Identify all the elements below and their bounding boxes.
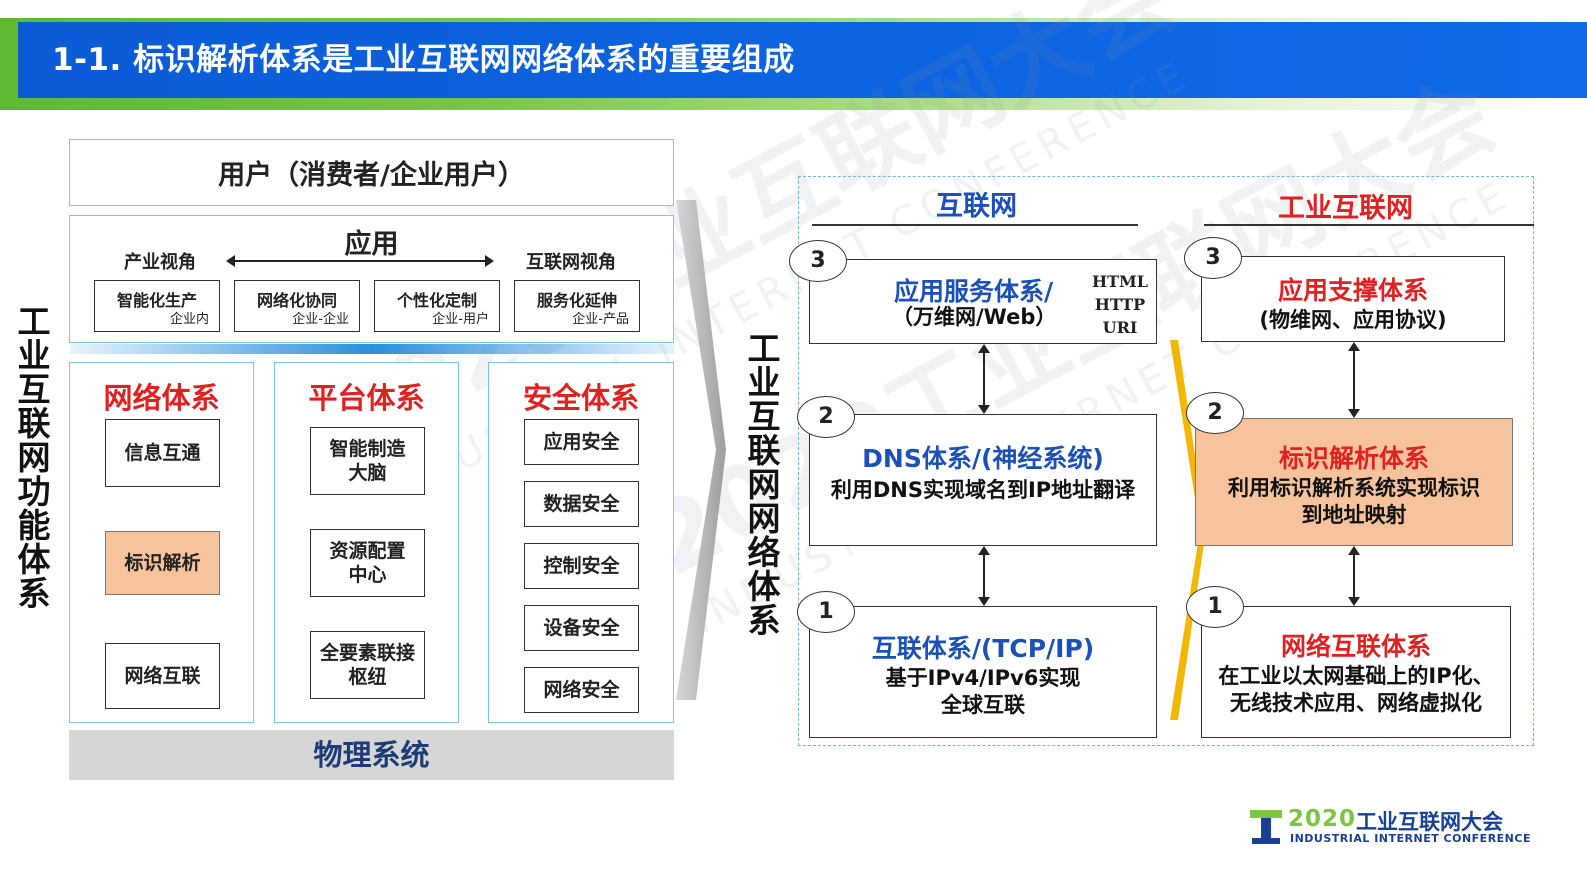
app-item-sub: 企业-产品 [572,312,629,327]
network-comparison-panel [798,176,1534,746]
internet-head-underline [812,224,1138,226]
app-item-main: 个性化定制 [396,291,477,310]
industrial-layer-1: 网络互联体系 在工业以太网基础上的IP化、 无线技术应用、网络虚拟化 [1201,606,1511,738]
logo-name: 工业互联网大会 [1356,810,1503,834]
platform-item: 资源配置中心 [310,529,425,597]
internet-layer-3: 应用服务体系/ （万维网/Web） HTML HTTP URI [809,259,1157,344]
network-item: 信息互通 [105,419,220,487]
layer-desc: 利用DNS实现域名到IP地址翻译 [830,478,1136,502]
layer-title: 应用服务体系/ [894,277,1054,306]
layer-number-badge: 3 [1184,237,1242,279]
layer-desc-line1: 在工业以太网基础上的IP化、 [1218,664,1494,688]
layer-number-badge: 2 [1186,392,1244,434]
app-item: 个性化定制 企业-用户 [374,280,500,332]
layer-title: 网络互联体系 [1280,632,1431,661]
logo-english: INDUSTRIAL INTERNET CONFERENCE [1290,832,1531,845]
internet-layer-2: DNS体系/(神经系统) 利用DNS实现域名到IP地址翻译 [809,414,1157,546]
platform-item: 全要素联接枢纽 [310,631,425,699]
security-item: 应用安全 [524,419,639,465]
layer-desc: (物维网、应用协议) [1259,308,1447,332]
network-system-title: 网络体系 [103,381,220,415]
security-system-column: 安全体系 应用安全 数据安全 控制安全 设备安全 网络安全 [488,362,674,723]
bidirectional-arrow-icon [978,546,990,606]
industrial-head-underline [1204,224,1534,226]
internet-layer-1: 互联体系/(TCP/IP) 基于IPv4/IPv6实现 全球互联 [809,606,1157,738]
logo-year: 2020 [1288,806,1357,832]
layer-number-badge: 3 [789,240,847,282]
app-item: 智能化生产 企业内 [94,280,220,332]
layer-desc-line1: 利用标识解析系统实现标识 [1228,476,1480,500]
layer-desc-line2: 到地址映射 [1301,503,1407,527]
double-arrow-icon [226,255,494,267]
layer-title: DNS体系/(神经系统) [862,444,1104,473]
app-item-sub: 企业-企业 [292,312,349,327]
layer-title: 标识解析体系 [1278,444,1429,473]
security-system-title: 安全体系 [522,381,639,415]
platform-system-title: 平台体系 [308,381,425,415]
layer-desc-line2: 无线技术应用、网络虚拟化 [1230,691,1482,715]
security-item: 网络安全 [524,667,639,713]
bidirectional-arrow-icon [1348,546,1360,606]
app-item: 服务化延伸 企业-产品 [514,280,640,332]
bidirectional-arrow-icon [978,344,990,414]
app-item-sub: 企业-用户 [432,312,489,327]
chevron-right-icon [676,200,726,700]
app-item-sub: 企业内 [169,312,209,327]
conference-logo-icon [1250,810,1282,844]
internet-column-title: 互联网 [936,191,1017,222]
layer-title: 互联体系/(TCP/IP) [871,634,1095,663]
industrial-column-title: 工业互联网 [1278,193,1413,224]
header-bar [18,22,1587,98]
conference-logo: 2020 工业互联网大会 INDUSTRIAL INTERNET CONFERE… [1248,806,1531,850]
user-label: 用户（消费者/企业用户） [218,160,525,191]
industrial-layer-3: 应用支撑体系 (物维网、应用协议) [1201,256,1505,342]
protocol-list: HTML HTTP URI [1092,270,1148,339]
app-item-main: 智能化生产 [116,291,197,310]
layer-desc: （万维网/Web） [892,305,1057,329]
layer-desc-line1: 基于IPv4/IPv6实现 [885,666,1081,690]
divider-bar [70,344,674,354]
application-box: 应用 产业视角 互联网视角 智能化生产 企业内 网络化协同 企业-企业 个性化定… [69,215,674,343]
app-item-main: 网络化协同 [256,291,337,310]
application-title: 应用 [344,229,399,260]
user-box: 用户（消费者/企业用户） [69,139,674,206]
industrial-layer-2-highlight: 标识解析体系 利用标识解析系统实现标识 到地址映射 [1195,418,1513,546]
protocol-uri: URI [1102,318,1138,337]
network-item-highlight: 标识解析 [105,531,220,595]
page-title: 1-1. 标识解析体系是工业互联网网络体系的重要组成 [52,42,795,78]
network-item: 网络互联 [105,643,220,709]
layer-number-badge: 1 [797,591,855,633]
app-item: 网络化协同 企业-企业 [234,280,360,332]
internet-view-label: 互联网视角 [526,252,616,273]
layer-number-badge: 2 [797,396,855,438]
physical-system-bar: 物理系统 [69,730,674,780]
platform-item: 智能制造大脑 [310,427,425,495]
security-item: 数据安全 [524,481,639,527]
security-item: 控制安全 [524,543,639,589]
protocol-html: HTML [1092,272,1148,291]
app-item-main: 服务化延伸 [536,291,617,310]
layer-title: 应用支撑体系 [1277,276,1428,305]
network-system-label: 工业互联网网络体系 [747,329,781,640]
functional-system-label: 工业互联网功能体系 [17,302,51,613]
platform-system-column: 平台体系 智能制造大脑 资源配置中心 全要素联接枢纽 [274,362,459,723]
security-item: 设备安全 [524,605,639,651]
layer-number-badge: 1 [1186,586,1244,628]
industry-view-label: 产业视角 [124,252,196,273]
protocol-http: HTTP [1094,295,1146,314]
layer-desc-line2: 全球互联 [941,693,1025,717]
network-system-column: 网络体系 信息互通 标识解析 网络互联 [69,362,254,723]
bidirectional-arrow-icon [1348,342,1360,418]
